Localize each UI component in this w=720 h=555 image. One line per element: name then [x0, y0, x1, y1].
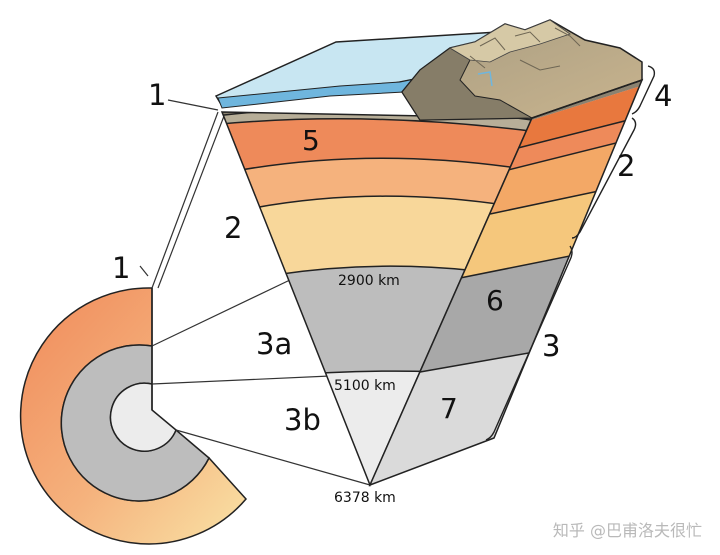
small-earth-section: [19, 287, 247, 545]
label-4-right: 4: [654, 79, 672, 113]
mountain-terrain: [401, 19, 643, 121]
label-2-left: 2: [224, 211, 242, 245]
depth-2900: 2900 km: [338, 273, 400, 289]
label-2-right: 2: [617, 149, 635, 183]
label-3a: 3a: [256, 327, 292, 361]
depth-5100: 5100 km: [334, 378, 396, 394]
label-5: 5: [302, 124, 320, 157]
label-1-small: 1: [112, 251, 130, 285]
watermark: 知乎 @巴甫洛夫很忙: [552, 521, 702, 540]
label-3b: 3b: [284, 403, 321, 437]
label-7: 7: [440, 392, 458, 425]
label-3-right: 3: [542, 329, 560, 363]
right-brackets: [485, 65, 656, 441]
connector-lines: [139, 99, 371, 486]
inner-core: [109, 382, 177, 452]
label-6: 6: [486, 284, 504, 317]
depth-6378: 6378 km: [334, 490, 396, 506]
label-1-top: 1: [148, 78, 166, 112]
